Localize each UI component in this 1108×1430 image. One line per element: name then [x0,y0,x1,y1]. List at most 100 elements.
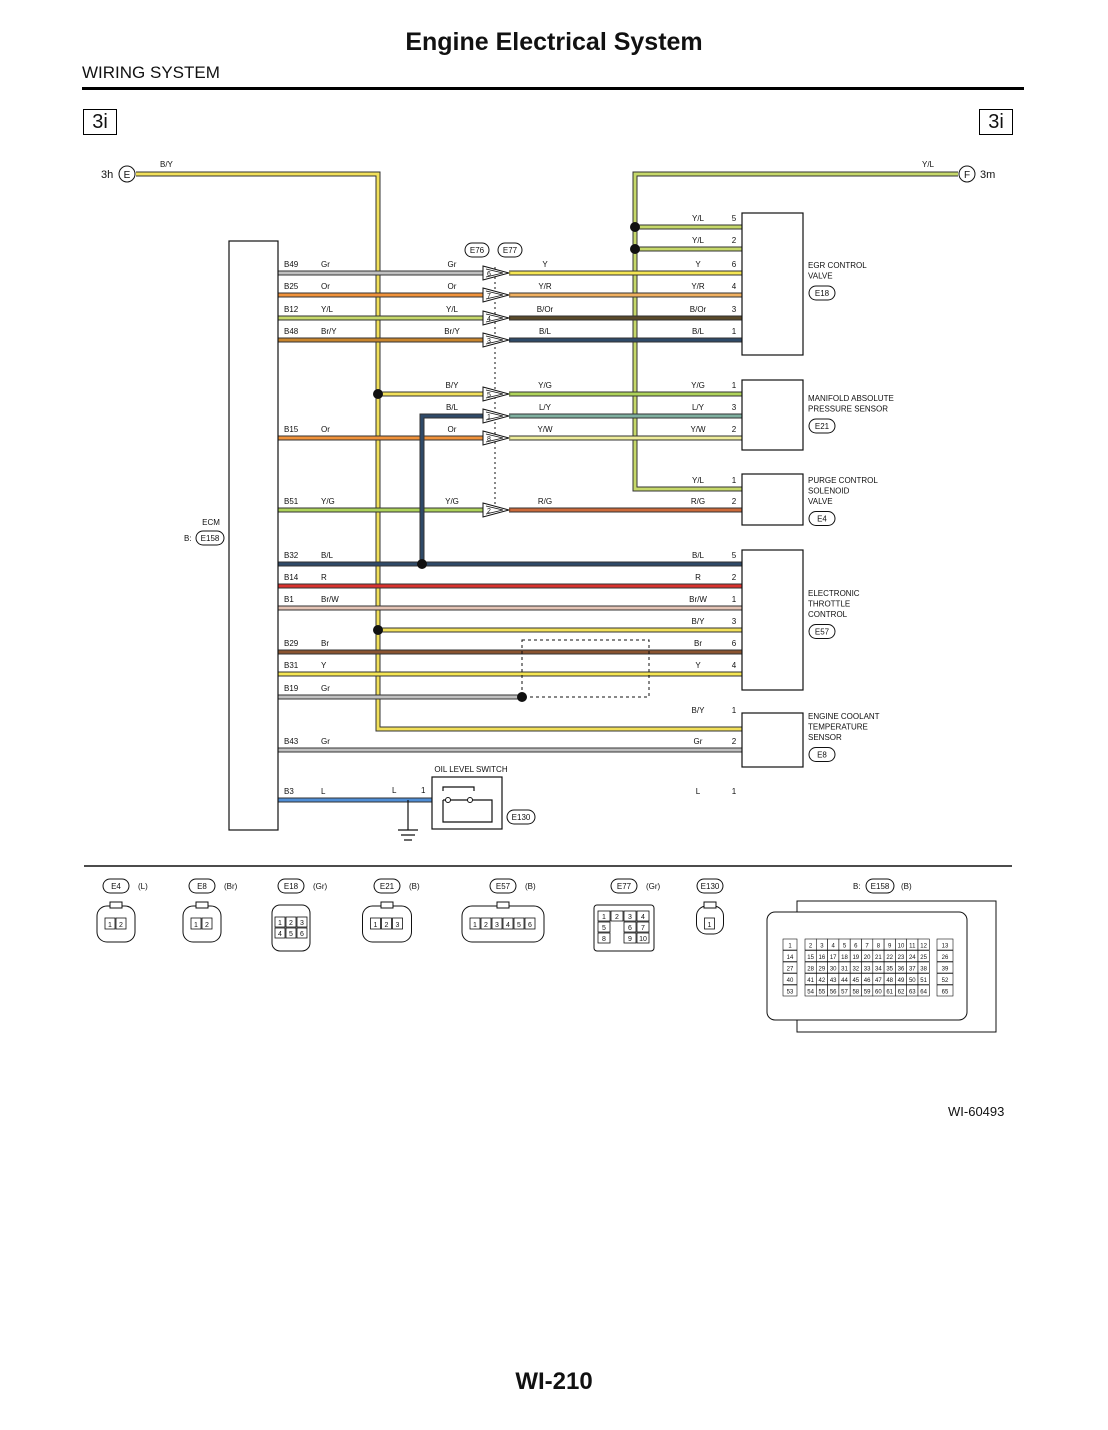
ecm-pin-label: 42 [819,978,826,984]
comp-wire-color: Y/R [691,282,705,291]
connector-view-latch [195,901,209,909]
connector-pin-cell [190,917,202,930]
comp-wire-color: B/Or [690,305,707,314]
ecm-pin-label: B43 [284,737,299,746]
component-connector-tag [808,285,836,301]
connector-pin-cell [636,932,650,944]
ecm-pin-label: 22 [886,955,893,961]
ecm-pin-cell [936,950,954,962]
ecm-pin-label: B12 [284,305,299,314]
ecm-pin-label: 8 [877,944,881,950]
connector-pin-cell [285,927,297,939]
jc-wire-color: B/L [446,403,459,412]
ecm-pin-cell [936,984,954,997]
ecm-pin-label: 51 [920,978,927,984]
ecm-pin-label: 61 [886,990,893,996]
out-wire-color: B/Or [537,305,554,314]
junction-terminal-inner [485,389,504,399]
by-trunk-wire-core [136,172,742,731]
ecm-wire-color: Y/G [321,497,335,506]
connector-pin-label: 6 [300,931,304,938]
connector-view-latch [109,901,123,909]
ecm-pin-cell [917,961,930,974]
right-end-wire-label: Y/L [922,160,935,169]
ecm-pin-label: 9 [888,944,892,950]
comp-pin-label: 1 [732,595,737,604]
connector-pin-label: 9 [628,936,632,943]
connector-pin-label: 10 [639,936,647,943]
oil-switch-box [431,776,503,830]
connector-pin-cell [597,932,611,944]
ecm-pin-cell [782,950,798,962]
junction-terminal-inner [485,433,504,443]
ecm-pin-label: 14 [787,955,794,961]
ecm-pin-label: 47 [875,978,882,984]
connector-view-color: (Br) [224,882,238,891]
connector-view-tag [610,878,638,894]
splice-dot [417,559,427,569]
ecm-pin-label: 64 [920,990,927,996]
ecm-view-color: (B) [901,882,912,891]
connector-pin-cell [480,917,492,930]
connector-pin-cell [115,917,127,930]
connector-pin-cell [201,917,213,930]
ecm-wire-color: R [321,573,327,582]
junction-terminal-inner [485,290,504,300]
ecm-pin-label: 19 [852,955,859,961]
ecm-pin-label: 7 [865,944,869,950]
component-name: TEMPERATURE [808,723,868,732]
connector-pin-cell [296,916,308,928]
junction-connector-tag-label: E76 [470,246,485,255]
component-name: CONTROL [808,610,848,619]
splice-dot [373,389,383,399]
jc-wire-color: B/Y [446,381,460,390]
connector-pin-label: 3 [495,922,499,929]
comp-wire-color: Br/W [689,595,707,604]
oil-switch-pin: 1 [421,786,426,795]
comp-pin-label: 1 [732,327,737,336]
component-box [741,379,804,451]
ecm-pin-label: 34 [875,967,882,973]
connector-pin-cell [610,910,624,922]
component-name: ENGINE COOLANT [808,712,880,721]
comp-pin-label: 1 [732,787,737,796]
wire-bl-jc1-core [420,414,483,564]
comp-pin-label: 6 [732,260,737,269]
connector-pin-label: 5 [517,922,521,929]
by-trunk-wire [136,171,742,732]
comp-pin-label: 4 [732,282,737,291]
comp-wire-color: B/Y [692,617,706,626]
ecm-pin-cell [936,973,954,985]
connector-pin-label: 3 [300,920,304,927]
right-end-connector-label: F [964,170,970,181]
ecm-pin-label: 20 [864,955,871,961]
egr-upper-color: Y/L [692,214,705,223]
component-connector-tag-label: E18 [815,289,830,298]
connector-pin-cell [636,910,650,922]
ecm-pin-label: 15 [807,955,814,961]
connector-pin-label: 5 [602,925,606,932]
ecm-pin-cell [782,973,798,985]
connector-pin-label: 7 [641,925,645,932]
connector-pin-cell [274,916,286,928]
out-wire-color: B/L [539,327,552,336]
oil-switch-contact [445,797,451,803]
comp-wire-color: Y/G [691,381,705,390]
ground-symbol [398,800,418,841]
connector-view-tag-label: E8 [197,882,207,891]
ecm-pin-label: 55 [819,990,826,996]
connector-view-tag-label: E77 [617,882,632,891]
egr-upper-pin: 2 [732,236,737,245]
ecm-pin-label: 48 [886,978,893,984]
ecm-wire-color: Br/Y [321,327,337,336]
connector-view-color: (B) [525,882,536,891]
yl-trunk-wire-core [633,172,958,491]
connector-pin-cell [296,927,308,939]
ecm-pin-label: 29 [819,967,826,973]
connector-pin-label: 6 [528,922,532,929]
connector-pin-cell [469,917,481,930]
ecm-pin-cell [917,950,930,962]
left-end-wire-label: B/Y [160,160,174,169]
ecm-pin-label: 33 [864,967,871,973]
connector-pin-cell [502,917,514,930]
